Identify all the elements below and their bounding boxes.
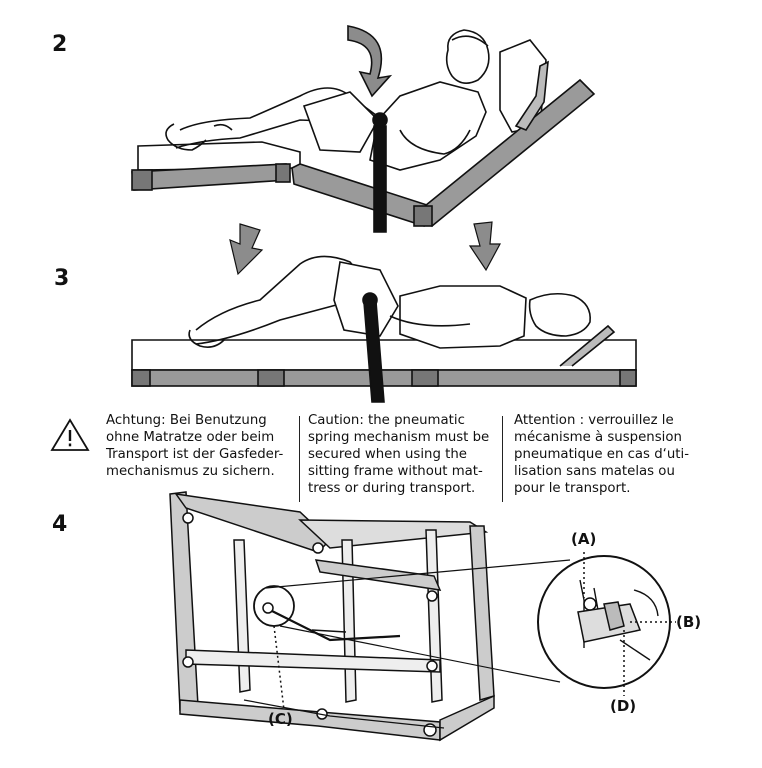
callout-c: (C): [268, 710, 293, 728]
step4-illustration: [169, 491, 676, 742]
callout-b: (B): [676, 613, 702, 631]
callout-d: (D): [610, 697, 637, 715]
mechanism-highlight-circle: [253, 585, 295, 627]
warning-text-en: Caution: the pneumatic spring mechanism …: [308, 413, 490, 496]
warning-triangle-icon: [50, 418, 90, 451]
step-number-4: 4: [52, 512, 68, 537]
column-divider-1: [299, 416, 300, 502]
down-arrow-left-icon: [229, 223, 264, 276]
step-number-2: 2: [52, 32, 68, 57]
step3-illustration: [131, 255, 637, 403]
warning-text-fr: Attention : verrouillez le mécanisme à s…: [514, 413, 690, 496]
step-number-3: 3: [54, 266, 70, 291]
step2-illustration: [131, 25, 596, 233]
column-divider-2: [502, 416, 503, 502]
callout-a: (A): [571, 530, 597, 548]
warning-text-de: Achtung: Bei Benutzung ohne Matratze ode…: [106, 413, 284, 479]
curved-arrow-icon: [347, 25, 393, 98]
down-arrow-right-icon: [468, 221, 502, 272]
